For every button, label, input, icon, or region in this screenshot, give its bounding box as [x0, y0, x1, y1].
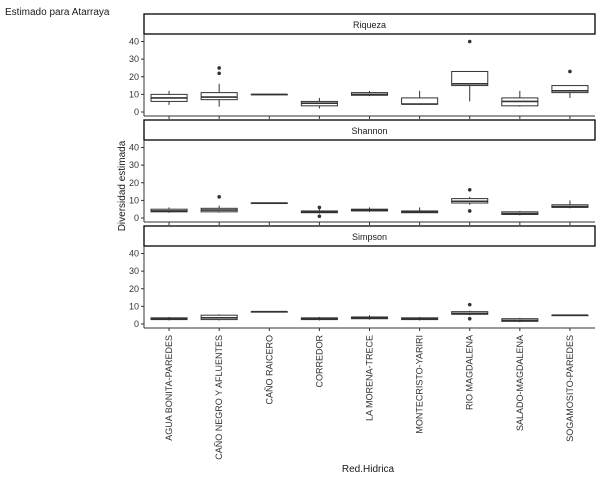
y-tick-label: 30	[129, 266, 139, 276]
box-2	[250, 93, 288, 96]
x-tick-label: SALADO-MAGDALENA	[515, 335, 525, 431]
box-7	[501, 90, 539, 107]
x-tick-labels: AGUA BONITA-PAREDES CAÑO NEGRO Y AFLUENTE…	[164, 335, 575, 460]
outlier-point	[317, 214, 322, 219]
outlier-point	[217, 66, 221, 70]
x-tick-label: AGUA BONITA-PAREDES	[164, 335, 174, 441]
facet-strip-label: Simpson	[352, 232, 387, 242]
box-4	[350, 207, 389, 212]
box-iqr	[200, 92, 238, 101]
box-6	[451, 188, 489, 213]
y-tick-label: 20	[129, 72, 139, 82]
box-0	[150, 90, 188, 105]
box-3	[300, 316, 338, 321]
y-tick-label: 30	[129, 54, 139, 64]
outlier-point	[217, 195, 221, 199]
x-axis-title: Red.Hidrica	[342, 464, 395, 475]
outlier-point	[467, 316, 472, 321]
y-tick-label: 40	[129, 249, 139, 259]
facet-strip-label: Shannon	[351, 126, 387, 136]
box-5	[401, 207, 439, 214]
box-3	[300, 205, 338, 219]
box-iqr	[401, 97, 439, 105]
facet-panel-shannon: Shannon 0 10 20 30 40	[129, 119, 596, 225]
facet-strip	[143, 13, 596, 35]
y-tick-label: 40	[129, 37, 139, 47]
box-1	[200, 195, 238, 213]
outlier-point	[317, 205, 322, 210]
box-iqr	[451, 70, 489, 87]
box-7	[501, 210, 539, 216]
y-tick-label: 0	[134, 319, 139, 329]
outlier-point	[467, 209, 472, 213]
box-2	[250, 202, 288, 205]
box-7	[501, 317, 539, 323]
box-2	[250, 310, 288, 313]
y-tick-label: 0	[134, 213, 139, 223]
box-5	[401, 316, 439, 321]
y-tick-label: 20	[129, 178, 139, 188]
box-0	[150, 316, 188, 321]
x-tick-label: CORREDOR	[314, 335, 324, 388]
outlier-point	[467, 39, 472, 44]
y-axis-title: Diversidad estimada	[117, 140, 128, 231]
y-tick-label: 30	[129, 160, 139, 170]
box-3	[300, 97, 338, 109]
facet-panel-riqueza: Riqueza 0 10 20 30 40	[129, 13, 596, 119]
y-tick-label: 10	[129, 89, 139, 99]
box-5	[401, 90, 439, 105]
facet-strip-label: Riqueza	[353, 20, 386, 30]
chart-title: Estimado para Atarraya	[5, 7, 110, 18]
box-1	[200, 66, 238, 107]
box-iqr	[551, 85, 589, 94]
outlier-point	[467, 302, 472, 307]
facet-strip	[143, 119, 596, 141]
facet-panel-simpson: Simpson 0 10 20 30 40	[129, 225, 596, 331]
box-8	[551, 69, 589, 98]
box-4	[350, 315, 389, 320]
y-tick-label: 10	[129, 195, 139, 205]
x-tick-label: MONTECRISTO-YARIRI	[415, 335, 425, 434]
y-tick-label: 20	[129, 284, 139, 294]
outlier-point	[467, 188, 472, 192]
outlier-point	[568, 69, 572, 74]
y-tick-label: 10	[129, 301, 139, 311]
box-1	[200, 314, 238, 321]
y-tick-label: 0	[134, 107, 139, 117]
y-tick-label: 40	[129, 143, 139, 153]
box-8	[551, 200, 589, 209]
x-tick-label: RIO MAGDALENA	[465, 335, 475, 410]
x-tick-label: CAÑO RAICERO	[264, 335, 274, 405]
box-4	[350, 90, 389, 97]
x-tick-label: LA MORENA-TRECE	[365, 335, 375, 421]
outlier-point	[217, 71, 221, 76]
x-tick-label: CAÑO NEGRO Y AFLUENTES	[214, 335, 224, 460]
box-8	[551, 314, 589, 317]
x-tick-label: SOGAMOSITO-PAREDES	[565, 335, 575, 442]
facet-panels: Riqueza010203040Shannon010203040Simpson0…	[129, 13, 596, 460]
box-6	[451, 302, 489, 321]
box-0	[150, 207, 188, 213]
box-6	[451, 39, 489, 102]
facet-strip	[143, 225, 596, 247]
